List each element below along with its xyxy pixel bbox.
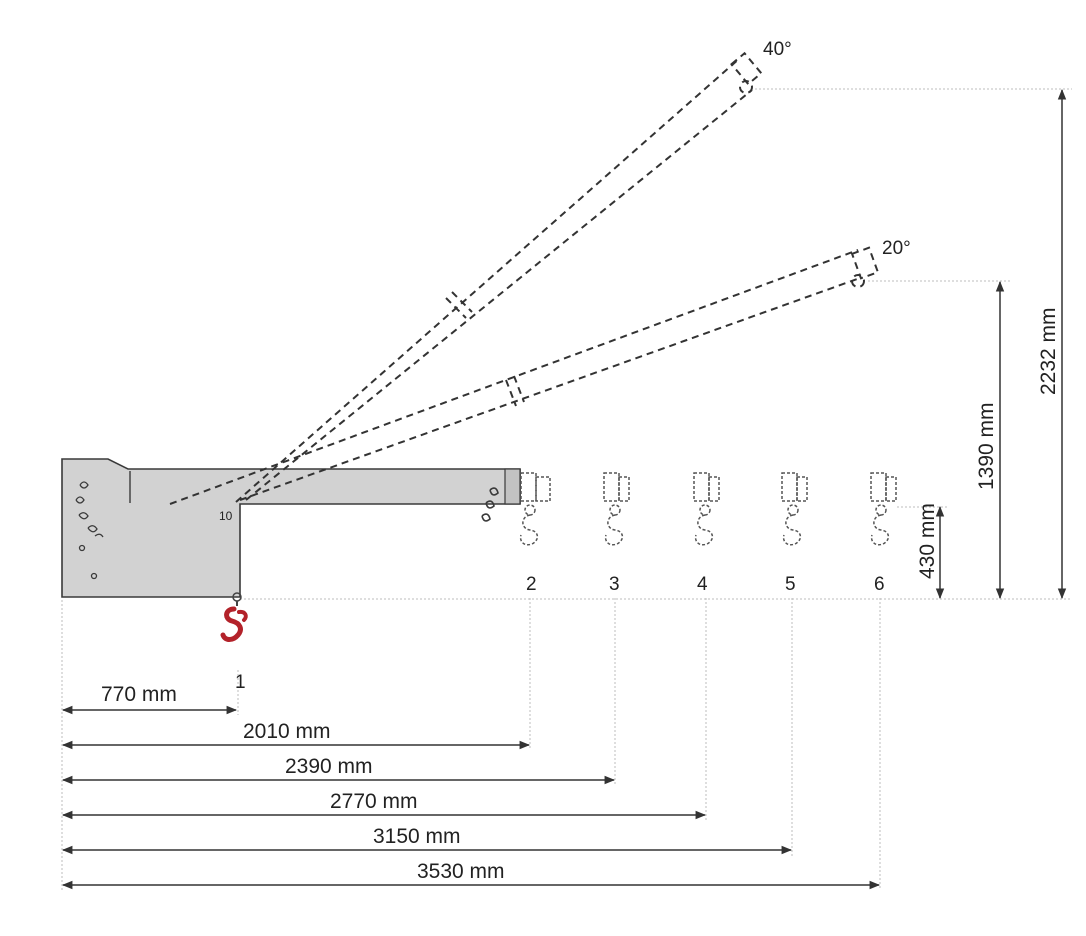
hook-position-6-icon [870,472,897,546]
hook-position-5-icon [781,472,808,546]
hook-position-3-icon [603,472,630,546]
position-label-3: 3 [609,574,620,595]
dimension-3150: 3150 mm [373,825,461,848]
dimension-2390: 2390 mm [285,755,373,778]
hook-positions [519,472,897,546]
boom-40-degrees [235,51,763,503]
dimension-770: 770 mm [101,683,177,706]
position-label-6: 6 [874,574,885,595]
dimension-2232: 2232 mm [1037,307,1060,395]
crane-body [61,458,521,598]
hook-icon [220,592,248,642]
hook-position-4-icon [693,472,720,546]
angle-label-40: 40° [763,39,792,60]
position-labels: 1 2 3 4 5 6 [235,574,885,693]
boom-marker: 10 [219,509,233,523]
dimension-430: 430 mm [916,503,939,579]
vertical-dimension-labels: 430 mm 1390 mm 2232 mm [916,307,1060,579]
dimension-2770: 2770 mm [330,790,418,813]
dimension-3530: 3530 mm [417,860,505,883]
vertical-dimensions [935,88,1067,600]
position-label-4: 4 [697,574,708,595]
position-label-5: 5 [785,574,796,595]
position-label-2: 2 [526,574,537,595]
horizontal-dimensions [61,705,881,890]
dimension-2010: 2010 mm [243,720,331,743]
dimension-1390: 1390 mm [975,402,998,490]
horizontal-dimension-labels: 770 mm 2010 mm 2390 mm 2770 mm 3150 mm 3… [101,683,505,883]
hook-position-2-icon [519,472,551,546]
boom-20-degrees [169,246,880,505]
chain-icon [75,481,104,580]
angle-label-20: 20° [882,238,911,259]
tip-chain-icon [481,487,499,522]
position-label-1: 1 [235,672,246,693]
